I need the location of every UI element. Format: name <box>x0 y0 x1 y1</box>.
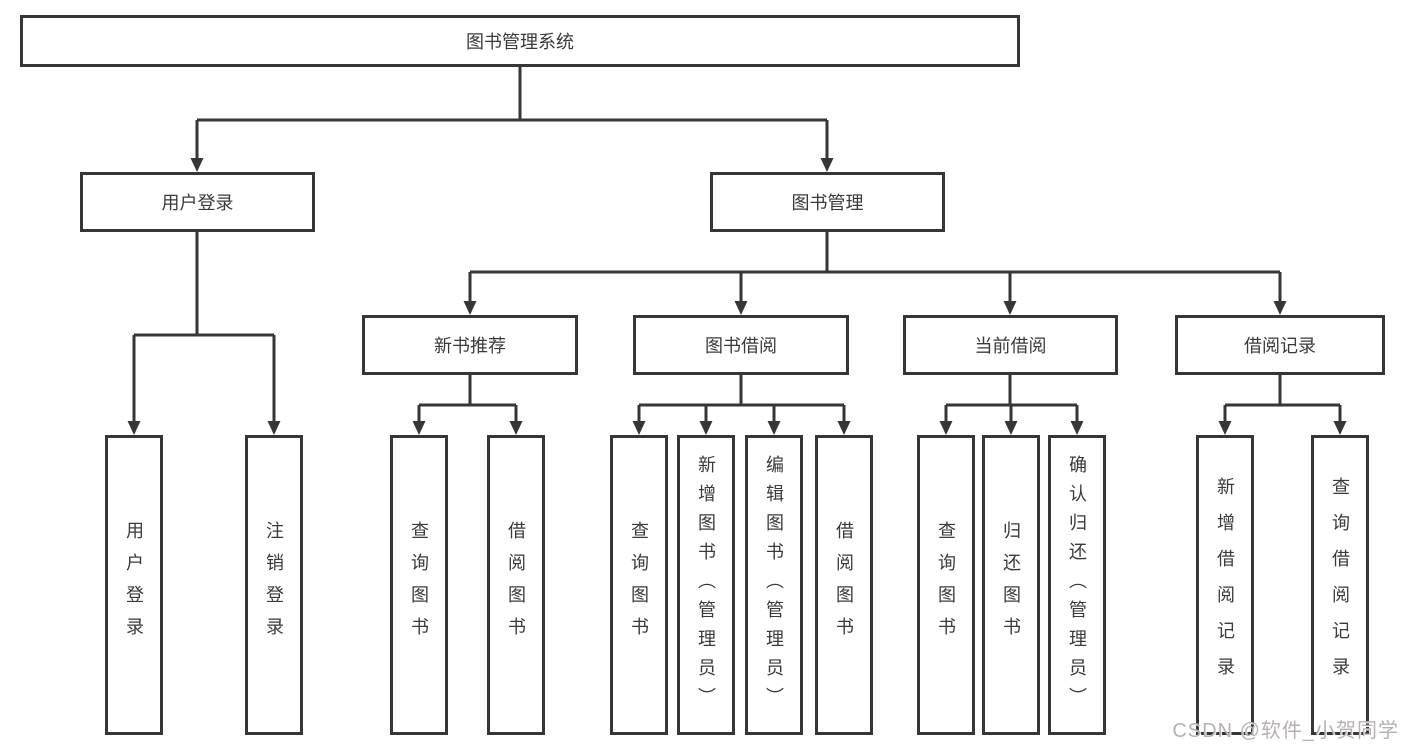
leaf-query-borrow-record-label: 查询借阅记录 <box>1330 477 1350 693</box>
connector-paths <box>132 67 1342 422</box>
leaf-add-books-admin-label: 新增图书（管理员） <box>696 454 716 716</box>
leaf-query-books-3: 查询图书 <box>917 435 975 735</box>
node-new-book-recommend-label: 新书推荐 <box>434 336 506 356</box>
leaf-query-books-2-label: 查询图书 <box>629 521 649 649</box>
leaf-borrow-books-2: 借阅图书 <box>815 435 873 735</box>
node-root: 图书管理系统 <box>20 15 1020 67</box>
leaf-return-books-label: 归还图书 <box>1001 521 1021 649</box>
node-current-borrow: 当前借阅 <box>903 315 1118 375</box>
leaf-query-books-1-label: 查询图书 <box>409 521 429 649</box>
node-borrow-record-label: 借阅记录 <box>1244 336 1316 356</box>
node-book-borrow-label: 图书借阅 <box>705 336 777 356</box>
leaf-query-books-3-label: 查询图书 <box>936 521 956 649</box>
leaf-user-login-label: 用户登录 <box>124 521 144 649</box>
leaf-logout-label: 注销登录 <box>264 521 284 649</box>
leaf-add-borrow-record-label: 新增借阅记录 <box>1215 477 1235 693</box>
leaf-confirm-return-admin: 确认归还（管理员） <box>1048 435 1106 735</box>
leaf-query-borrow-record: 查询借阅记录 <box>1311 435 1369 735</box>
leaf-logout: 注销登录 <box>245 435 303 735</box>
leaf-confirm-return-admin-label: 确认归还（管理员） <box>1067 454 1087 716</box>
node-book-borrow: 图书借阅 <box>633 315 849 375</box>
arrow-heads <box>127 158 1347 435</box>
leaf-return-books: 归还图书 <box>982 435 1040 735</box>
node-book-management: 图书管理 <box>710 172 945 232</box>
watermark: CSDN @软件_小贺同学 <box>1172 720 1399 742</box>
leaf-query-books-1: 查询图书 <box>390 435 448 735</box>
leaf-add-borrow-record: 新增借阅记录 <box>1196 435 1254 735</box>
node-book-management-label: 图书管理 <box>791 193 864 213</box>
leaf-borrow-books-1-label: 借阅图书 <box>506 521 526 649</box>
leaf-borrow-books-2-label: 借阅图书 <box>834 521 854 649</box>
leaf-borrow-books-1: 借阅图书 <box>487 435 545 735</box>
node-borrow-record: 借阅记录 <box>1175 315 1385 375</box>
node-user-login-label: 用户登录 <box>161 193 234 213</box>
leaf-edit-books-admin: 编辑图书（管理员） <box>745 435 803 735</box>
leaf-edit-books-admin-label: 编辑图书（管理员） <box>764 454 784 716</box>
node-root-label: 图书管理系统 <box>466 32 574 52</box>
leaf-query-books-2: 查询图书 <box>610 435 668 735</box>
leaf-user-login: 用户登录 <box>105 435 163 735</box>
node-user-login: 用户登录 <box>80 172 315 232</box>
node-current-borrow-label: 当前借阅 <box>974 336 1047 356</box>
leaf-add-books-admin: 新增图书（管理员） <box>677 435 735 735</box>
node-new-book-recommend: 新书推荐 <box>362 315 578 375</box>
